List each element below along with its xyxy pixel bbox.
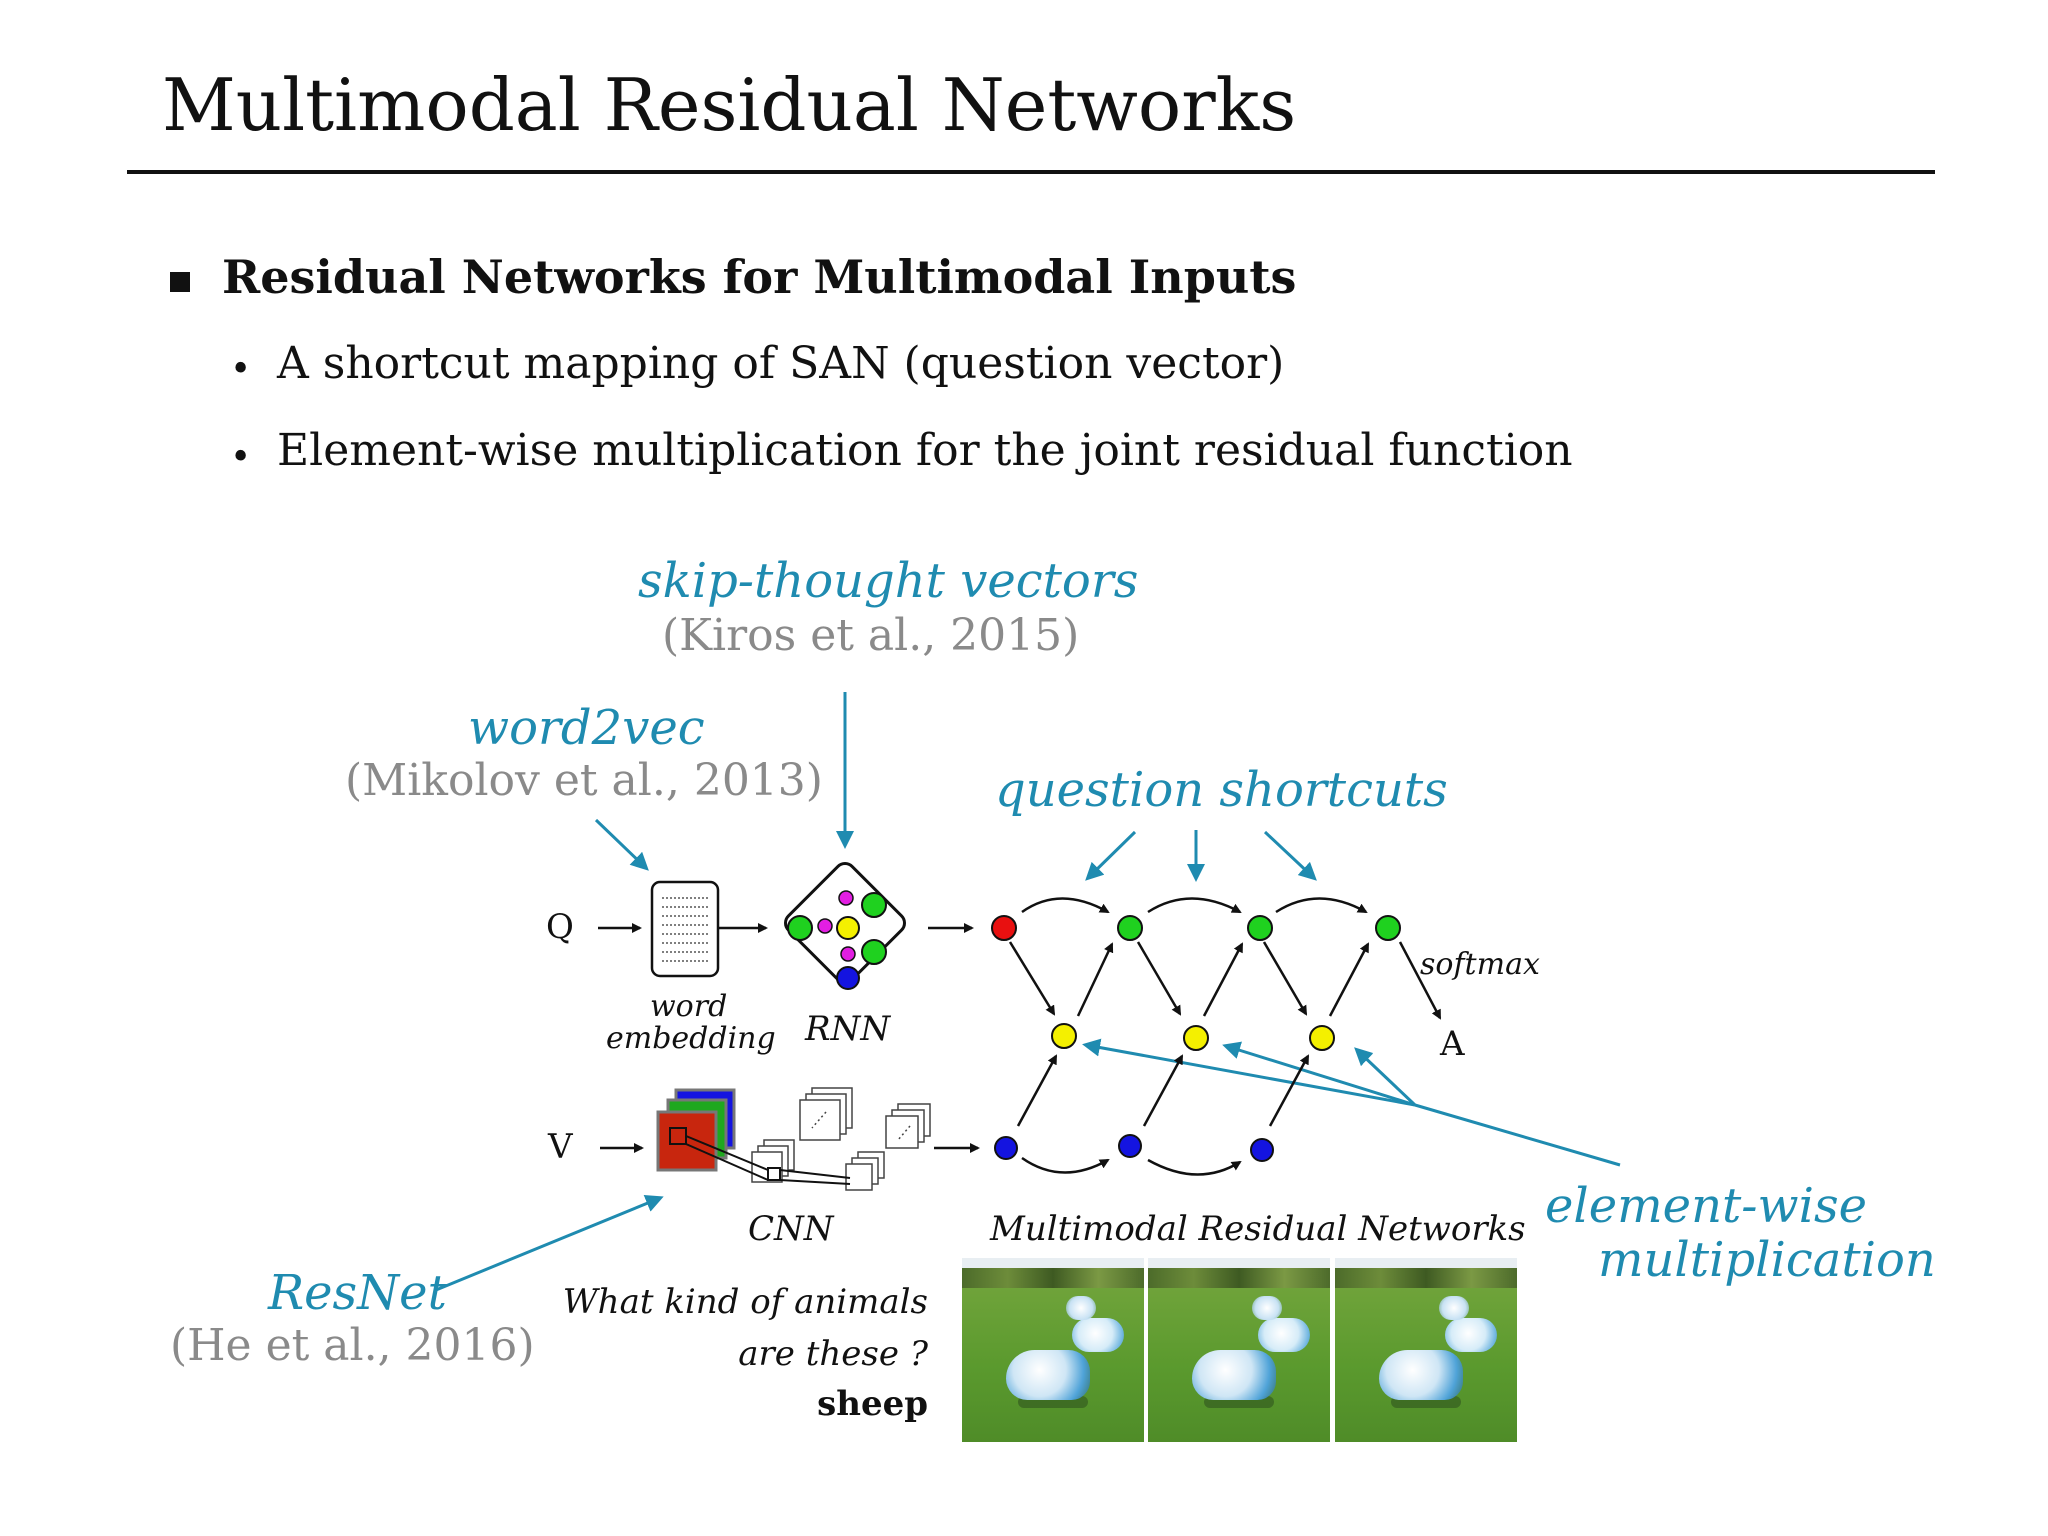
resnet-label: ResNet (268, 1265, 447, 1321)
citation-arrows (435, 692, 1621, 1292)
slide-title: Multimodal Residual Networks (162, 63, 1297, 147)
softmax-label: softmax (1420, 947, 1540, 982)
section-heading: Residual Networks for Multimodal Inputs (222, 250, 1297, 304)
bullet-item-elementwise: Element-wise multiplication for the join… (277, 425, 1573, 476)
ewm-arrow-a (1082, 1038, 1416, 1107)
word-embedding-doc-icon (650, 880, 720, 978)
question-shortcuts-label: question shortcuts (995, 762, 1448, 818)
sheep-visualization-image (962, 1258, 1144, 1442)
title-divider (127, 170, 1935, 174)
answer-node-label: A (1440, 1024, 1465, 1064)
elementwise-label-line1: element-wise (1545, 1178, 1867, 1234)
elementwise-label-line2: multiplication (1598, 1232, 1936, 1288)
shortcut-arrow-3 (1263, 830, 1317, 881)
skipthought-label: skip-thought vectors (638, 553, 1139, 609)
skipthought-citation: (Kiros et al., 2015) (662, 610, 1080, 661)
mrn-nodes (991, 915, 1401, 1162)
mrn-visualization-title: Multimodal Residual Networks (990, 1209, 1526, 1249)
word2vec-label: word2vec (468, 700, 705, 756)
example-question-line2: are these ? (738, 1334, 928, 1374)
ewm-arrow-b (1222, 1041, 1416, 1107)
shortcut-arrow-1 (1085, 830, 1137, 881)
v-input-label: V (548, 1127, 573, 1167)
example-answer: sheep (817, 1384, 928, 1424)
rnn-node-icon (784, 862, 906, 990)
bullet-dot-icon: • (230, 349, 252, 390)
rnn-label: RNN (805, 1009, 891, 1049)
square-bullet-icon (170, 272, 190, 292)
bullet-item-shortcut: A shortcut mapping of SAN (question vect… (277, 338, 1285, 389)
example-question-line1: What kind of animals (562, 1282, 928, 1322)
resnet-citation: (He et al., 2016) (170, 1320, 535, 1371)
bullet-dot-icon: • (230, 437, 252, 478)
cnn-label: CNN (748, 1209, 834, 1249)
word2vec-arrow (594, 818, 649, 871)
sheep-visualization-image (1335, 1258, 1517, 1442)
sheep-visualization-image (1148, 1258, 1330, 1442)
ewm-arrow-c (1354, 1047, 1417, 1107)
word-embedding-label-line1: word (650, 989, 728, 1024)
resnet-arrow (435, 1194, 664, 1292)
q-input-label: Q (546, 907, 574, 947)
ewm-arrow-main (1414, 1103, 1621, 1167)
word2vec-citation: (Mikolov et al., 2013) (345, 755, 823, 806)
mrn-connections (1008, 897, 1442, 1176)
cnn-feature-maps-icon (685, 1087, 931, 1191)
cnn-image-stack-icon (656, 1088, 736, 1172)
word-embedding-label-line2: embedding (606, 1021, 776, 1056)
